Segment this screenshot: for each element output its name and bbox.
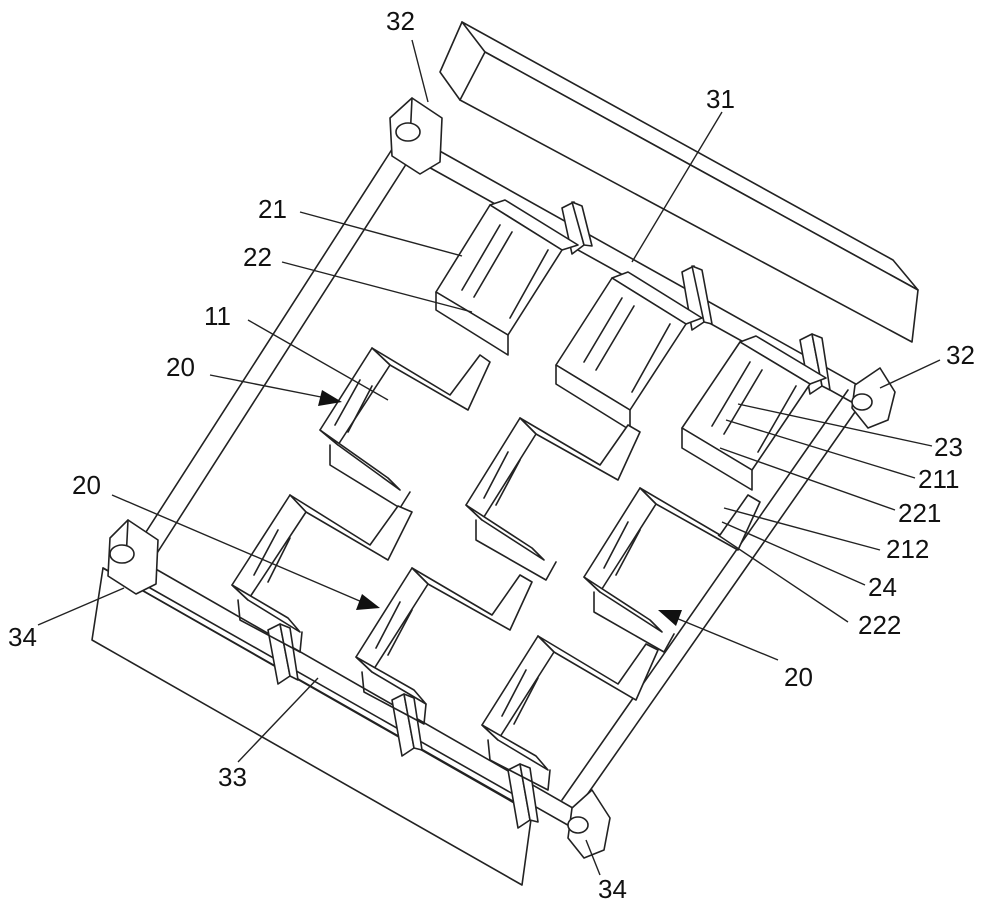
label-20-upper: 20 xyxy=(166,352,195,382)
channel-column-middle xyxy=(355,271,703,725)
label-32-right: 32 xyxy=(946,340,975,370)
indicator-arrows xyxy=(111,374,779,661)
upper-bar xyxy=(439,21,919,343)
frame xyxy=(127,139,863,813)
top-rod xyxy=(389,97,896,429)
label-20-right: 20 xyxy=(784,662,813,692)
label-23: 23 xyxy=(934,432,963,462)
channel-column-right xyxy=(481,335,827,791)
label-31: 31 xyxy=(706,84,735,114)
label-221: 221 xyxy=(898,498,941,528)
label-34-bottom: 34 xyxy=(598,874,627,904)
label-11: 11 xyxy=(204,301,231,331)
label-20-lower: 20 xyxy=(72,470,101,500)
label-21: 21 xyxy=(258,194,287,224)
bottom-rod xyxy=(107,519,611,859)
lower-bar xyxy=(91,567,533,886)
label-211: 211 xyxy=(918,464,959,494)
reference-labels: 32 31 21 22 11 20 32 23 211 221 212 24 2… xyxy=(8,6,975,904)
label-222: 222 xyxy=(858,610,901,640)
leader-lines xyxy=(37,39,941,876)
label-212: 212 xyxy=(886,534,929,564)
label-24: 24 xyxy=(868,572,897,602)
label-33: 33 xyxy=(218,762,247,792)
label-22: 22 xyxy=(243,242,272,272)
label-34-left: 34 xyxy=(8,622,37,652)
label-32-top: 32 xyxy=(386,6,415,36)
